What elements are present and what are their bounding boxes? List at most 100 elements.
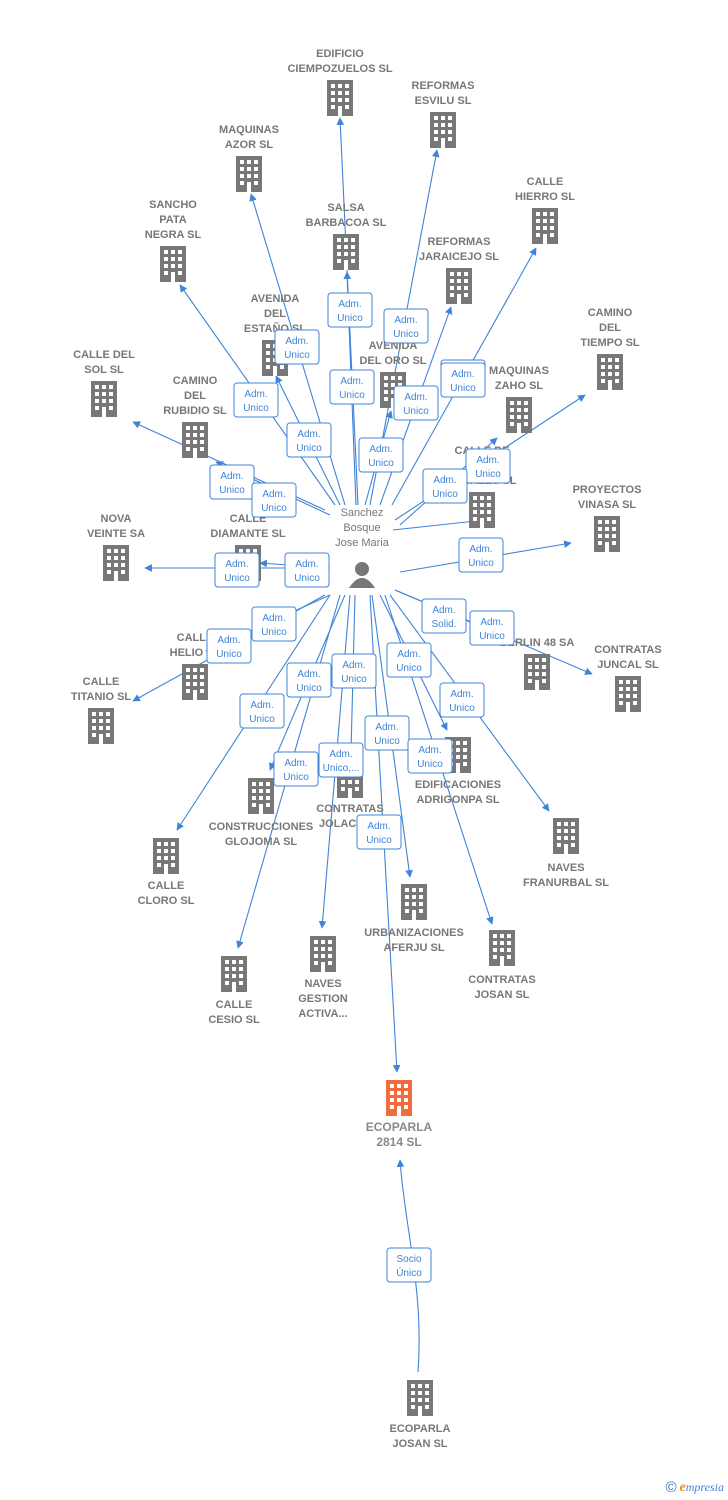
company-name-line: AZOR SL: [225, 139, 274, 151]
edge-label-text: Unico: [468, 558, 494, 569]
company-name-line: CAMINO: [173, 375, 218, 387]
company-node-berlin[interactable]: BERLIN 48 SA: [500, 637, 575, 690]
company-name-line: URBANIZACIONES: [364, 927, 464, 939]
company-name-line: DEL ORO SL: [359, 355, 426, 367]
edge-label-text: Unico,...: [323, 763, 360, 774]
edge-label-construcciones[interactable]: Adm.Unico: [286, 662, 332, 698]
building-icon: [333, 234, 359, 270]
building-icon: [91, 381, 117, 417]
building-icon: [103, 545, 129, 581]
edge-label-calle_titanio[interactable]: Adm.Unico: [206, 628, 252, 664]
building-icon: [401, 884, 427, 920]
edge-label-text: Unico: [479, 631, 505, 642]
edge-label-avenida_oro[interactable]: Adm.Unico: [358, 437, 404, 473]
edge-label-reformas_jaraicejo[interactable]: Adm.Unico: [393, 385, 439, 421]
company-name-line: NOVA: [101, 513, 132, 525]
edge-label-text: Adm.: [295, 559, 318, 570]
edge-label-sancho[interactable]: Adm.Unico: [233, 382, 279, 418]
edge-label-calle_cloro[interactable]: Adm.Unico: [239, 693, 285, 729]
edge-label-reformas_esvilu[interactable]: Adm.Unico: [383, 308, 429, 344]
edge-label-edificaciones[interactable]: Adm.Unico: [386, 642, 432, 678]
edge-label-avenida_estano[interactable]: Adm.Unico: [286, 422, 332, 458]
company-name-line: DEL: [184, 390, 206, 402]
edge-label-text: Unico: [216, 649, 242, 660]
company-node-edificaciones[interactable]: EDIFICACIONES ADRIGONPA SL: [415, 737, 501, 806]
building-icon: [386, 1080, 412, 1116]
edge-label-text: Unico: [450, 383, 476, 394]
edge-label-naves_gestion[interactable]: Adm.Unico: [273, 751, 319, 787]
edge-label-calle_cesio[interactable]: Adm.Unico: [331, 653, 377, 689]
company-name-line: CALLE: [148, 880, 185, 892]
edge-label-calle_diamante[interactable]: Adm. Unico: [284, 552, 330, 588]
building-icon: [524, 654, 550, 690]
edge-label-text: Unico: [284, 350, 310, 361]
edge-label-text: Unico: [296, 683, 322, 694]
company-name-line: ZAHO SL: [495, 380, 544, 392]
edge-label-camino_tiempo[interactable]: Adm.Unico: [465, 448, 511, 484]
building-icon: [153, 838, 179, 874]
company-name-line: EDIFICACIONES: [415, 779, 501, 791]
edge-label-urbanizaciones[interactable]: Adm.Unico: [364, 715, 410, 751]
company-name-line: MAQUINAS: [489, 365, 549, 377]
edge-label-text: Adm.: [262, 613, 285, 624]
building-icon: [221, 956, 247, 992]
edge-label-nova[interactable]: Adm.Unico: [214, 552, 260, 588]
edge-label-text: Unico: [261, 503, 287, 514]
company-name-line: ADRIGONPA SL: [416, 794, 499, 806]
company-name-line: JUNCAL SL: [597, 659, 659, 671]
edge-label-maquinas_zaho[interactable]: Adm.Unico: [422, 468, 468, 504]
company-node-maquinas_zaho[interactable]: MAQUINAS ZAHO SL: [489, 365, 549, 433]
company-name-line: GESTION: [298, 993, 348, 1005]
edge-label-berlin[interactable]: Adm.Solid.: [421, 598, 467, 634]
edge-label-text: Adm.: [480, 617, 503, 628]
company-name-line: REFORMAS: [412, 80, 475, 92]
edge-label-text: Único: [396, 1266, 422, 1279]
edge-label-contratas_jolaca[interactable]: Adm.Unico,...: [318, 742, 364, 778]
edge-label-text: Unico: [283, 772, 309, 783]
edge-label-text: Adm.: [297, 429, 320, 440]
edge-label-proyectos[interactable]: Adm.Unico: [458, 537, 504, 573]
company-name-line: CALLE: [216, 999, 253, 1011]
edge-label-calle_sol[interactable]: Adm.Unico: [209, 464, 255, 500]
edge-label-camino_rubidio[interactable]: Adm.Unico: [251, 482, 297, 518]
edge-label-naves_franurbal[interactable]: Adm.Unico: [439, 682, 485, 718]
edge-label-maquinas_azor[interactable]: Adm.Unico: [274, 329, 320, 365]
edge-label-calle_metales[interactable]: Adm.Unico: [440, 362, 486, 398]
edge-label-contratas_josan[interactable]: Adm.Unico: [407, 738, 453, 774]
edge-label-text: Unico: [294, 573, 320, 584]
edge-label-contratas_juncal[interactable]: Adm. Unico: [469, 610, 515, 646]
edge-label-to-focus[interactable]: Adm.Unico: [356, 814, 402, 850]
company-name-line: CONTRATAS: [316, 803, 383, 815]
edge-label-salsa[interactable]: Adm.Unico: [329, 369, 375, 405]
edge-label-edificio[interactable]: Adm.Unico: [327, 292, 373, 328]
company-node-naves_gestion[interactable]: NAVESGESTIONACTIVA...: [298, 936, 348, 1020]
edge-label-calle_helio[interactable]: Adm.Unico: [251, 606, 297, 642]
company-name-line: BERLIN 48 SA: [500, 637, 575, 649]
company-name-line: EDIFICIO: [316, 48, 364, 60]
